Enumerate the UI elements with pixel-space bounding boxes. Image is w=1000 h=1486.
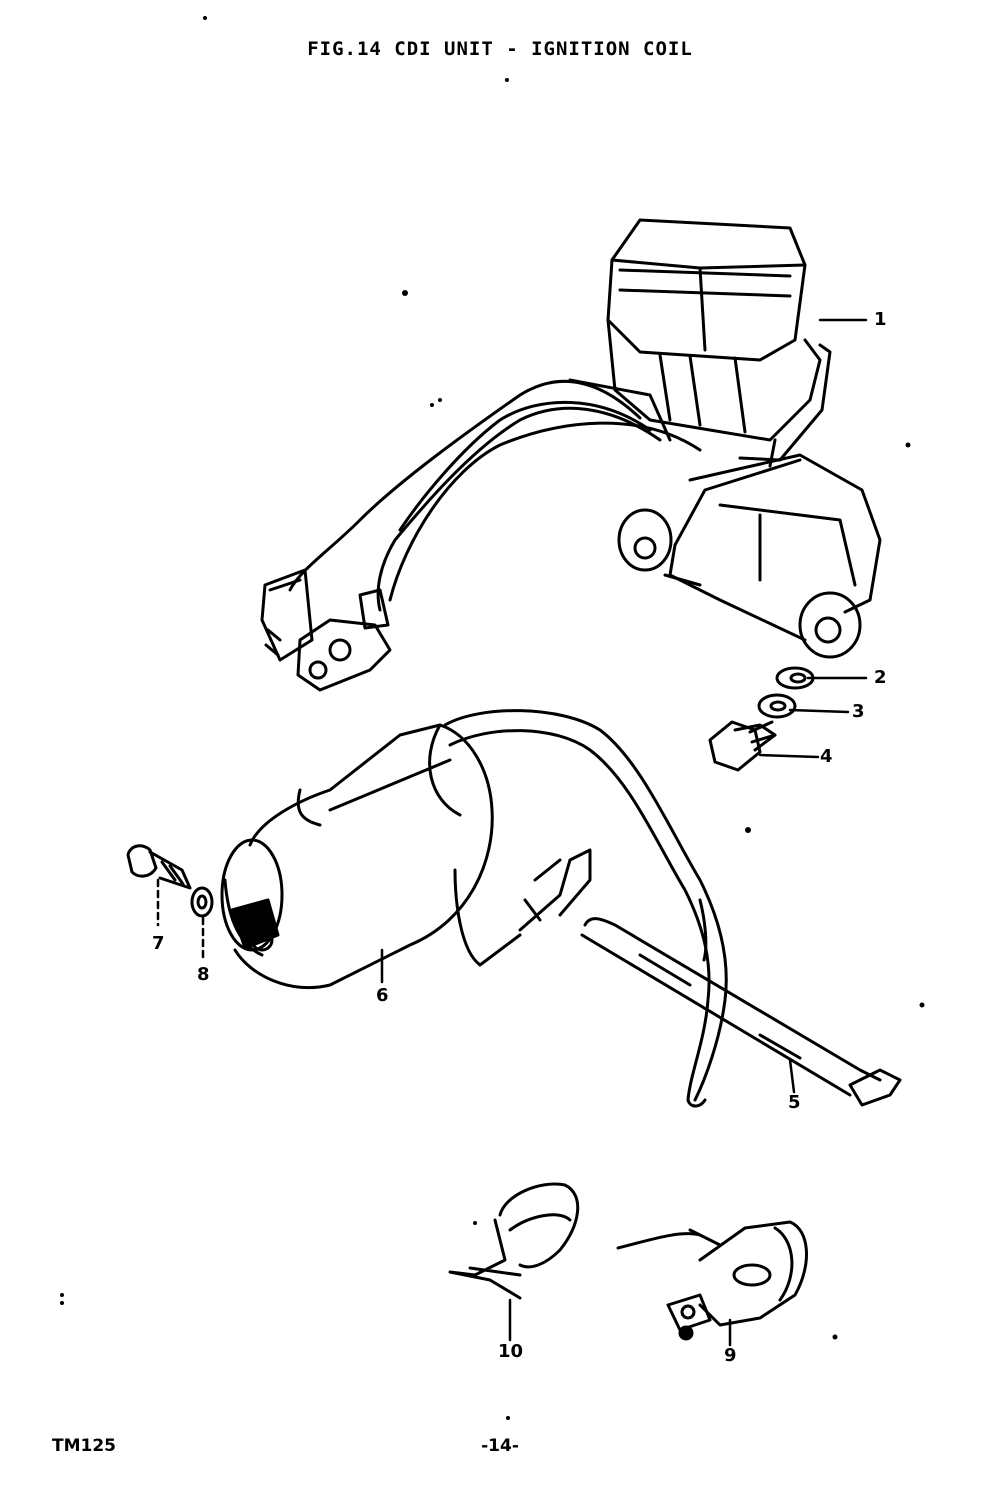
washer-part-3 — [757, 693, 797, 719]
high-tension-lead — [443, 709, 728, 1108]
cdi-wiring-harness — [260, 378, 702, 692]
ignition-coil-part — [220, 723, 592, 990]
footer-model-code: TM125 — [52, 1436, 116, 1456]
callout-9: 9 — [724, 1345, 737, 1366]
figure-title: FIG.14 CDI UNIT - IGNITION COIL — [307, 38, 693, 60]
bolt-part-7 — [126, 844, 192, 890]
leader-lines — [156, 318, 868, 1347]
bolt-part-4 — [708, 720, 777, 772]
callout-5: 5 — [788, 1092, 801, 1113]
clamp-part-10 — [448, 1182, 580, 1300]
scan-specks — [60, 16, 925, 1420]
callout-8: 8 — [197, 964, 210, 985]
callout-2: 2 — [874, 667, 887, 688]
callout-7: 7 — [152, 933, 165, 954]
footer-page-number: -14- — [481, 1436, 519, 1456]
strap-part-5 — [580, 917, 902, 1107]
plug-cap-part-9 — [616, 1220, 808, 1341]
callout-6: 6 — [376, 985, 389, 1006]
callout-3: 3 — [852, 701, 865, 722]
washer-part-8 — [190, 886, 214, 918]
callout-10: 10 — [498, 1341, 524, 1362]
callout-4: 4 — [820, 746, 833, 767]
cdi-bracket-part — [617, 453, 882, 659]
callout-1: 1 — [874, 309, 887, 330]
